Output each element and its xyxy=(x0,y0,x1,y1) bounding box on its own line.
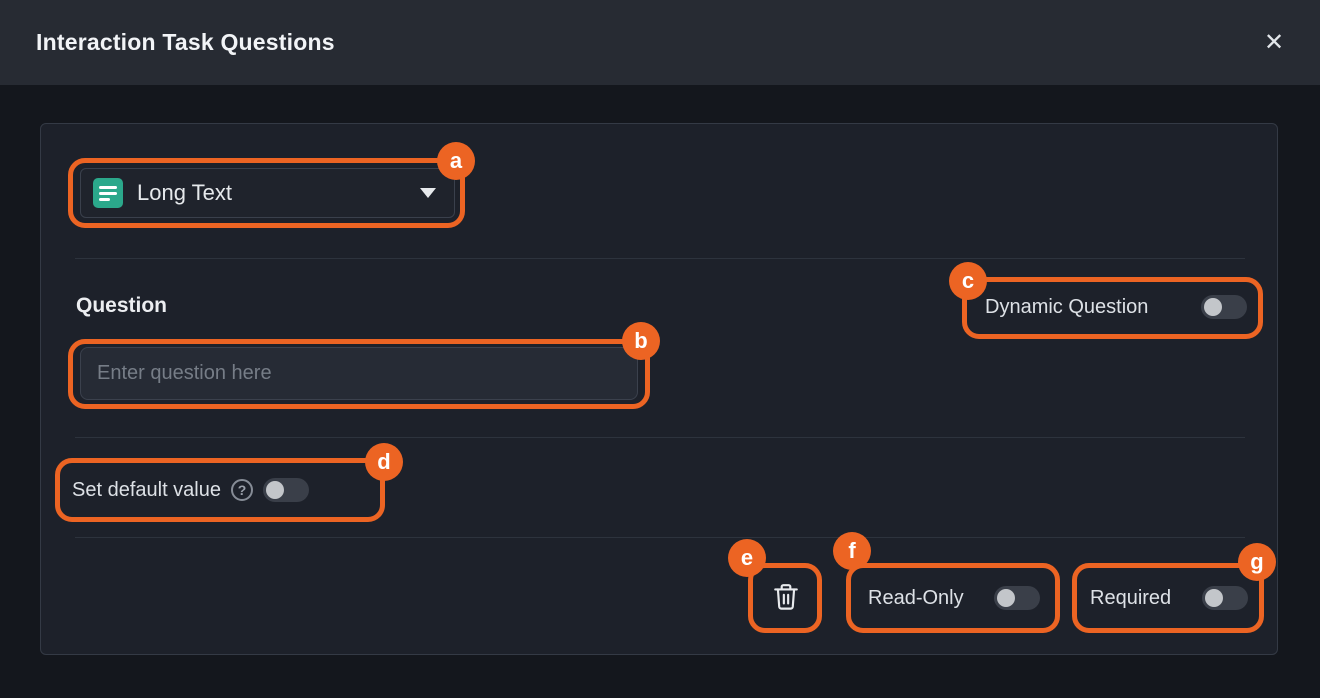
dynamic-question-toggle[interactable] xyxy=(1201,295,1247,319)
toggle-knob xyxy=(1205,589,1223,607)
close-button[interactable]: ✕ xyxy=(1254,23,1294,63)
divider xyxy=(75,437,1245,438)
required-label: Required xyxy=(1090,586,1172,609)
read-only-label: Read-Only xyxy=(868,586,964,609)
toggle-knob xyxy=(266,481,284,499)
trash-icon xyxy=(773,583,799,614)
required-toggle-row: Required xyxy=(1090,580,1248,616)
required-toggle[interactable] xyxy=(1202,586,1248,610)
set-default-value-row: Set default value ? xyxy=(72,474,309,506)
question-type-dropdown[interactable]: Long Text xyxy=(80,168,455,218)
help-icon[interactable]: ? xyxy=(231,479,253,501)
question-label: Question xyxy=(76,294,168,317)
modal-header: Interaction Task Questions ✕ xyxy=(0,0,1320,85)
question-type-selected: Long Text xyxy=(137,180,233,205)
read-only-toggle[interactable] xyxy=(994,586,1040,610)
set-default-value-toggle[interactable] xyxy=(263,478,309,502)
chevron-down-icon xyxy=(420,188,436,198)
set-default-value-label: Set default value xyxy=(72,478,221,501)
question-input[interactable] xyxy=(80,347,638,400)
long-text-icon xyxy=(93,178,123,208)
divider xyxy=(75,258,1245,259)
divider xyxy=(75,537,1245,538)
dynamic-question-toggle-row: Dynamic Question xyxy=(985,289,1247,325)
toggle-knob xyxy=(997,589,1015,607)
delete-button[interactable] xyxy=(765,578,807,618)
read-only-toggle-row: Read-Only xyxy=(868,580,1040,616)
dynamic-question-label: Dynamic Question xyxy=(985,295,1149,318)
toggle-knob xyxy=(1204,298,1222,316)
close-icon: ✕ xyxy=(1263,29,1285,56)
modal-title: Interaction Task Questions xyxy=(36,29,335,55)
